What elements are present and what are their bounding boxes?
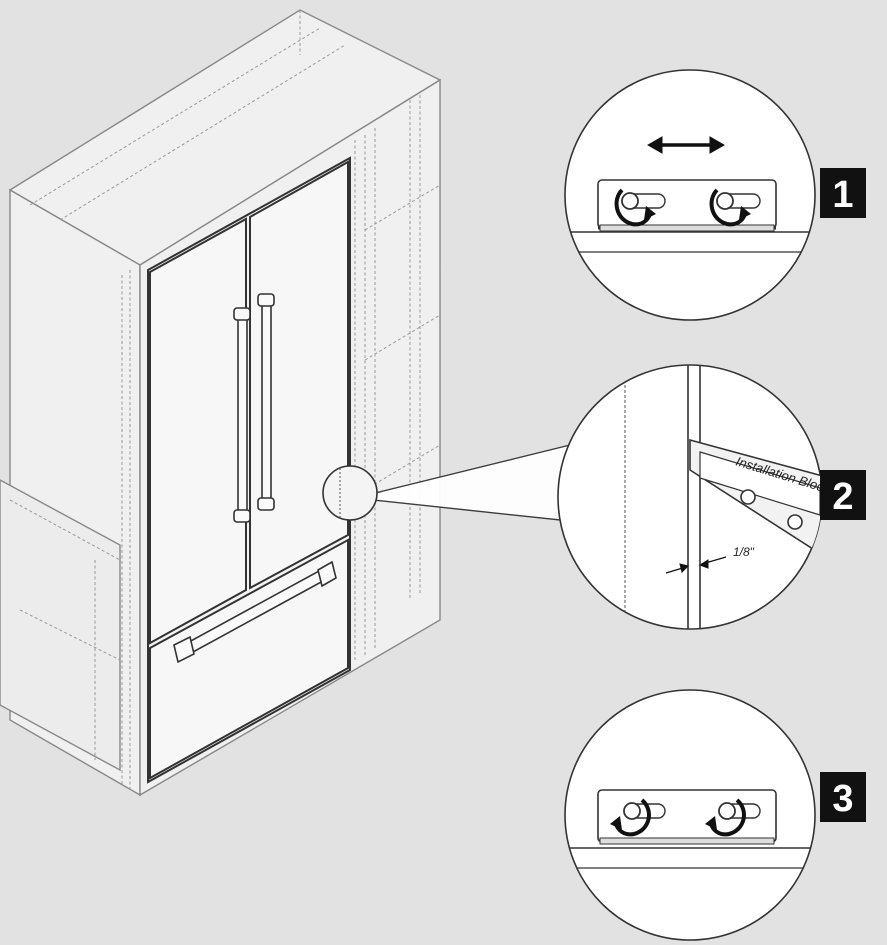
gap-dimension-label: 1/8": [733, 545, 755, 559]
clockwise-arrow-icon: [614, 798, 651, 837]
screw-icon: [787, 514, 803, 530]
detail-circle-2: Installation Block 1/8": [557, 364, 823, 630]
detail-callout: [322, 444, 571, 521]
left-door: [149, 217, 247, 645]
screw-icon: [716, 192, 734, 210]
door-handles: [173, 293, 337, 664]
cabinet-details: [9, 10, 441, 790]
detail-circle-3: [564, 689, 816, 941]
screw-icon: [718, 802, 736, 820]
step-number-1: 1: [832, 174, 853, 216]
freezer-drawer: [149, 538, 349, 780]
counterclockwise-arrow-icon: [614, 188, 652, 227]
counterclockwise-arrow-icon: [709, 188, 747, 227]
screw-icon: [621, 192, 639, 210]
left-door-handle: [237, 311, 248, 521]
detail-target-circle: [322, 465, 378, 521]
step-number-2: 2: [832, 476, 853, 518]
gap-dimension: [665, 556, 727, 574]
refrigerator: [147, 156, 351, 784]
double-arrow-icon: [646, 136, 726, 154]
detail-circle-1: [564, 69, 816, 321]
right-door-handle: [261, 297, 272, 507]
step-badge-3: 3: [820, 772, 866, 822]
clockwise-arrow-icon: [709, 798, 746, 837]
screw-icon: [623, 802, 641, 820]
step-number-3: 3: [832, 778, 853, 820]
step-badge-1: 1: [820, 168, 866, 218]
right-door: [249, 160, 349, 590]
screw-icon: [740, 489, 756, 505]
step-badge-2: 2: [820, 470, 866, 520]
